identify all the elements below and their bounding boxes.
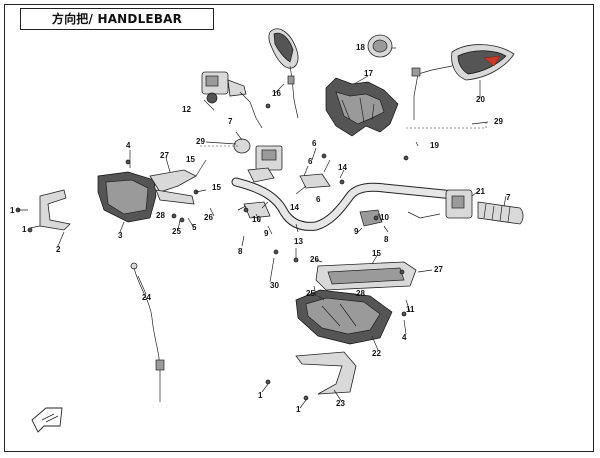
- callout-15-c: 15: [372, 249, 381, 258]
- callout-23: 23: [336, 399, 345, 408]
- callout-21: 21: [476, 187, 485, 196]
- fasteners: [15, 103, 409, 401]
- callout-1-c: 1: [258, 391, 263, 400]
- callout-30: 30: [270, 281, 279, 290]
- callout-2: 2: [56, 245, 61, 254]
- callout-25-right: 25: [306, 289, 315, 298]
- callout-1-d: 1: [296, 405, 301, 414]
- callout-8-right: 8: [384, 235, 389, 244]
- callout-1-b: 1: [22, 225, 27, 234]
- callout-1-a: 1: [10, 206, 15, 215]
- direction-arrow-icon: [31, 407, 63, 433]
- callout-5: 5: [192, 223, 197, 232]
- callout-29-right: 29: [494, 117, 503, 126]
- callout-11: 11: [406, 305, 415, 314]
- callout-6-c: 6: [316, 195, 321, 204]
- callout-4-left: 4: [126, 141, 131, 150]
- callout-4-right: 4: [402, 333, 407, 342]
- callout-3: 3: [118, 231, 123, 240]
- callout-26-right: 26: [310, 255, 319, 264]
- callout-8-left: 8: [238, 247, 243, 256]
- callout-28-left: 28: [156, 211, 165, 220]
- callout-9-left: 9: [264, 229, 269, 238]
- left-hand-guard: [39, 169, 197, 231]
- callout-7-left: 7: [228, 117, 233, 126]
- callout-10-left: 10: [252, 215, 261, 224]
- wind-deflector: [295, 351, 357, 395]
- title-box: 方向把/ HANDLEBAR: [20, 8, 214, 30]
- callout-15-a: 15: [186, 155, 195, 164]
- cable: [130, 262, 165, 402]
- callout-18: 18: [356, 43, 365, 52]
- callout-28-right: 28: [356, 289, 365, 298]
- diagram-frame: [4, 4, 594, 452]
- right-switch-and-grip: [407, 189, 524, 225]
- handlebar-cover: [325, 77, 399, 137]
- left-mirror: [268, 28, 299, 119]
- callout-22: 22: [372, 349, 381, 358]
- callout-24: 24: [142, 293, 151, 302]
- callout-6-a: 6: [312, 139, 317, 148]
- callout-7-right: 7: [506, 193, 511, 202]
- handlebar-tube: [231, 177, 469, 231]
- throttle-body-part: [233, 138, 283, 183]
- leader-lines: [18, 47, 507, 409]
- callout-25-left: 25: [172, 227, 181, 236]
- callout-19: 19: [430, 141, 439, 150]
- callout-27-left: 27: [160, 151, 169, 160]
- callout-16: 16: [272, 89, 281, 98]
- callout-10-right: 10: [380, 213, 389, 222]
- master-cylinder: [201, 71, 263, 129]
- callout-26-left: 26: [204, 213, 213, 222]
- callout-9-right: 9: [354, 227, 359, 236]
- callout-20: 20: [476, 95, 485, 104]
- callout-27-right: 27: [434, 265, 443, 274]
- callout-17: 17: [364, 69, 373, 78]
- right-hand-guard: [295, 289, 393, 345]
- right-guard-bracket: [315, 261, 417, 291]
- callout-13: 13: [294, 237, 303, 246]
- reservoir-cap: [367, 34, 393, 58]
- part-callouts: 1 1 2 3 4 5 6 6 6 7 7 8 8 9 9 10 10 11 1…: [10, 43, 511, 414]
- callout-12: 12: [182, 105, 191, 114]
- callout-15-b: 15: [212, 183, 221, 192]
- callout-14-b: 14: [290, 203, 299, 212]
- levers: [243, 173, 383, 227]
- callout-6-b: 6: [308, 157, 313, 166]
- callout-29-left: 29: [196, 137, 205, 146]
- right-mirror: [411, 44, 515, 120]
- diagram-title: 方向把/ HANDLEBAR: [51, 12, 183, 26]
- callout-14-a: 14: [338, 163, 347, 172]
